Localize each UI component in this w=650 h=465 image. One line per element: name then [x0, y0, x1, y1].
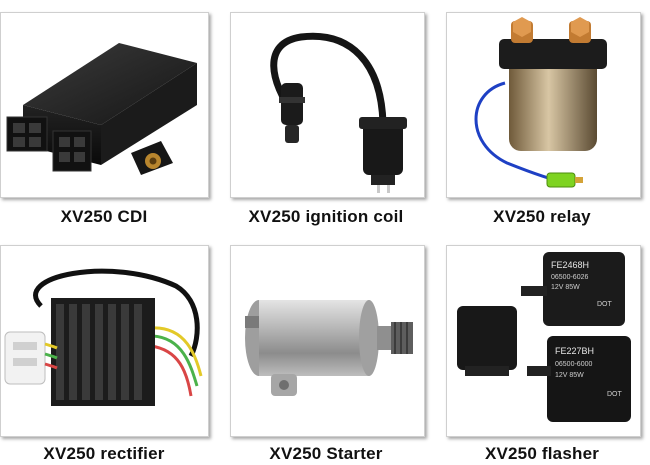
product-card-starter[interactable] [230, 245, 425, 437]
product-caption: XV250 rectifier [43, 444, 165, 463]
cdi-image [6, 43, 197, 175]
relay-image [474, 17, 607, 188]
flasher-label-line: FE227BH [555, 346, 594, 356]
flasher-label-line: 06500-6026 [551, 274, 588, 281]
product-card-rectifier[interactable] [0, 245, 209, 437]
product-caption: XV250 Starter [269, 444, 383, 463]
flasher-image: FE2468H 06500-6026 12V 85W DOT FE227BH 0… [457, 252, 631, 422]
flasher-label-line: 12V 85W [555, 372, 584, 379]
rectifier-image [4, 268, 203, 406]
flasher-label-line: DOT [597, 301, 613, 308]
product-caption: XV250 CDI [60, 207, 148, 226]
product-caption: XV250 relay [493, 207, 591, 226]
product-caption: XV250 flasher [484, 444, 600, 463]
flasher-label-line: 06500-6000 [555, 361, 592, 368]
flasher-label-line: 12V 85W [551, 284, 580, 291]
flasher-label-line: DOT [607, 391, 623, 398]
product-card-relay[interactable] [446, 12, 641, 198]
ignition-coil-image [270, 32, 407, 193]
starter-image [245, 300, 413, 396]
product-card-ignition-coil[interactable] [230, 12, 425, 198]
product-card-cdi[interactable] [0, 12, 209, 198]
product-card-flasher[interactable]: FE2468H 06500-6026 12V 85W DOT FE227BH 0… [446, 245, 641, 437]
product-caption: XV250 ignition coil [248, 207, 404, 226]
flasher-label-line: FE2468H [551, 260, 589, 270]
